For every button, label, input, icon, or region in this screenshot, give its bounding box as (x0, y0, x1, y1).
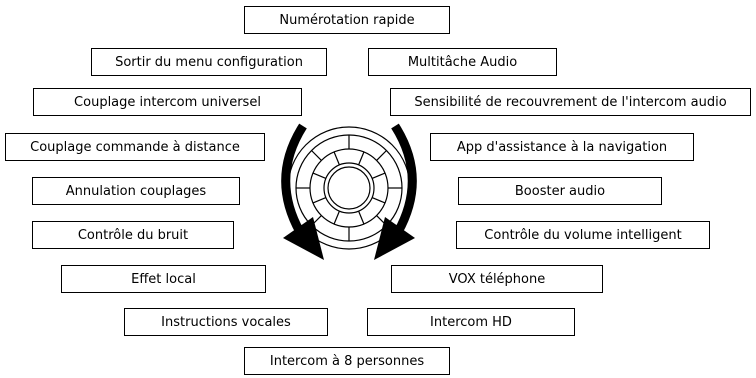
menu-item-speed-dial[interactable]: Numérotation rapide (244, 6, 450, 34)
menu-item-universal-intercom-pairing[interactable]: Couplage intercom universel (33, 88, 302, 116)
menu-item-navigation-app-support[interactable]: App d'assistance à la navigation (430, 133, 694, 161)
menu-item-noise-control[interactable]: Contrôle du bruit (32, 221, 234, 249)
menu-item-hd-intercom[interactable]: Intercom HD (367, 308, 575, 336)
menu-item-smart-volume-control[interactable]: Contrôle du volume intelligent (456, 221, 710, 249)
menu-item-8-way-intercom[interactable]: Intercom à 8 personnes (244, 347, 450, 375)
menu-item-audio-multitasking[interactable]: Multitâche Audio (368, 48, 557, 76)
menu-item-exit-config[interactable]: Sortir du menu configuration (91, 48, 327, 76)
menu-item-sidetone[interactable]: Effet local (61, 265, 266, 293)
menu-item-audio-boost[interactable]: Booster audio (458, 177, 662, 205)
menu-item-vox-phone[interactable]: VOX téléphone (391, 265, 603, 293)
menu-item-voice-prompts[interactable]: Instructions vocales (124, 308, 328, 336)
jog-dial-icon (287, 126, 411, 250)
menu-item-intercom-audio-overlay-sensitivity[interactable]: Sensibilité de recouvrement de l'interco… (390, 88, 751, 116)
menu-item-delete-pairings[interactable]: Annulation couplages (32, 177, 240, 205)
menu-item-remote-control-pairing[interactable]: Couplage commande à distance (5, 133, 265, 161)
